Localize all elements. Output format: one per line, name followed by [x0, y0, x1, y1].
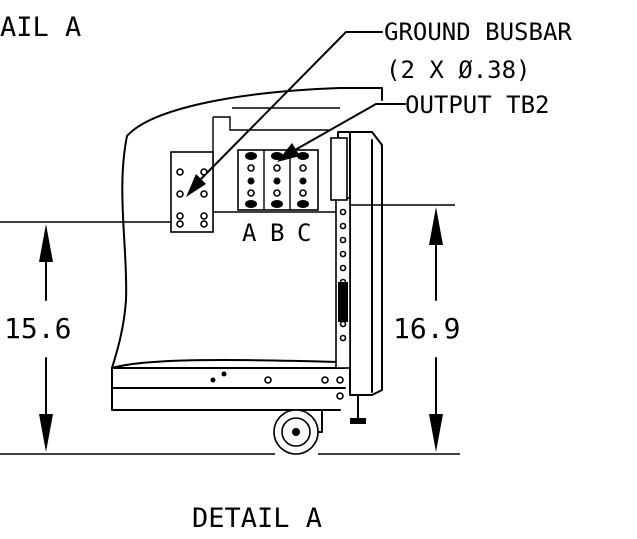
output-terminal-block — [237, 149, 319, 211]
dimension-label-left: 15.6 — [4, 312, 71, 345]
cabinet-outline — [111, 87, 383, 411]
ground-busbar-label: GROUND BUSBAR — [384, 18, 572, 46]
phase-label-c: C — [297, 219, 311, 247]
dimension-16-9 — [429, 207, 443, 452]
mounting-strip — [330, 137, 351, 369]
output-tb2-label: OUTPUT TB2 — [405, 91, 550, 119]
leveling-foot — [350, 394, 366, 424]
ground-busbar — [170, 151, 214, 233]
phase-label-a: A — [242, 219, 257, 247]
ground-busbar-size-label: (2 X Ø.38) — [386, 56, 531, 84]
base-rail — [111, 359, 346, 389]
caster-wheel — [273, 409, 323, 455]
output-tb2-leader — [277, 103, 406, 162]
dimension-label-right: 16.9 — [393, 312, 460, 345]
base-fasteners — [210, 371, 344, 400]
dimension-15-6 — [39, 224, 53, 452]
ground-busbar-leader — [186, 31, 383, 197]
detail-title-fragment: AIL A — [0, 12, 81, 43]
detail-title: DETAIL A — [192, 503, 322, 534]
phase-label-b: B — [270, 219, 284, 247]
